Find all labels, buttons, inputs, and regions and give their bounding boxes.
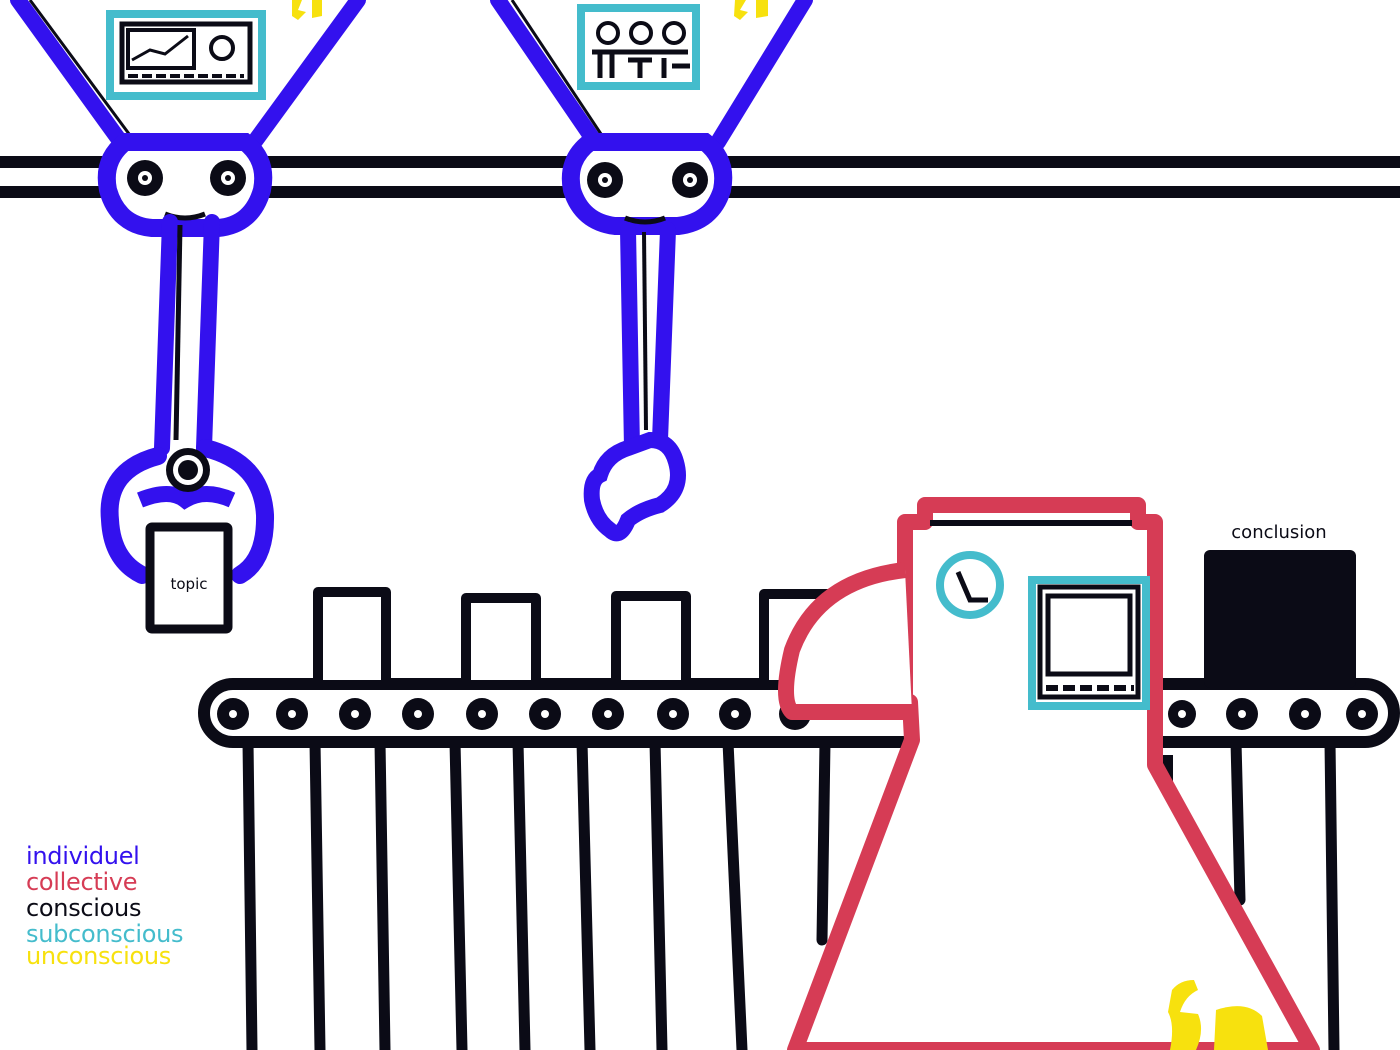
legend-unconscious: unconscious <box>26 942 171 970</box>
robot-arm-left <box>10 0 366 584</box>
legend-individuel: individuel <box>26 842 140 870</box>
monitor-icon <box>1028 576 1150 710</box>
legend-collective: collective <box>26 868 138 896</box>
chart-screen-icon <box>106 10 266 100</box>
control-panel-icon <box>577 4 700 90</box>
processing-machine <box>778 497 1320 1050</box>
conclusion-label: conclusion <box>1231 522 1326 543</box>
topic-label: topic <box>171 575 208 593</box>
lightning-icon <box>292 0 1268 1050</box>
legend-conscious: conscious <box>26 894 142 922</box>
conclusion-box: conclusion <box>1204 522 1356 688</box>
robot-arm-right <box>490 0 813 542</box>
legend-subconscious: subconscious <box>26 920 184 948</box>
clock-icon <box>936 551 1004 619</box>
legend: individuel collective conscious subconsc… <box>26 842 184 970</box>
topic-card: topic <box>145 522 233 634</box>
